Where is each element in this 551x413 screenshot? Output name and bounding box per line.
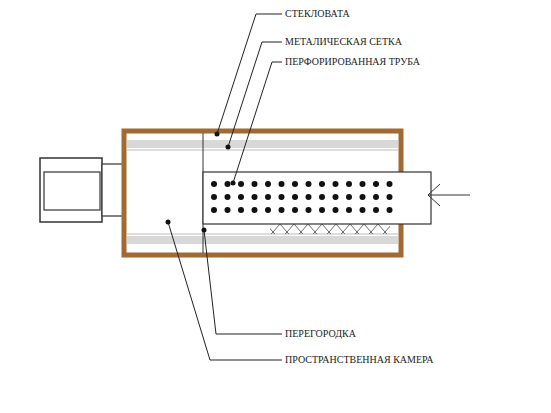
perforation-hole — [373, 181, 379, 187]
perforation-hole — [319, 194, 325, 200]
perforation-hole — [211, 194, 217, 200]
leader-line — [204, 230, 282, 334]
perforation-hole — [225, 207, 231, 213]
perforation-hole — [387, 194, 393, 200]
outlet-inner — [44, 172, 100, 210]
perforation-holes — [211, 181, 393, 213]
perforation-hole — [279, 194, 285, 200]
perforation-hole — [387, 207, 393, 213]
perforation-hole — [292, 181, 298, 187]
perforation-hole — [211, 181, 217, 187]
perforation-hole — [319, 181, 325, 187]
perforation-hole — [238, 194, 244, 200]
glass-wool — [127, 140, 398, 148]
part-label: ПЕРЕГОРОДКА — [284, 328, 357, 340]
perforation-hole — [333, 194, 339, 200]
perforation-hole — [360, 181, 366, 187]
flow-arrow — [428, 184, 470, 206]
leader-dot — [166, 220, 171, 225]
perforation-hole — [279, 181, 285, 187]
perforation-hole — [292, 207, 298, 213]
perforation-hole — [279, 207, 285, 213]
perforation-hole — [265, 207, 271, 213]
leader-dot — [202, 228, 207, 233]
leader-lines — [168, 14, 282, 360]
part-label: ПЕРФОРИРОВАННАЯ ТРУБА — [284, 56, 421, 68]
perforation-hole — [319, 207, 325, 213]
perforated-pipe — [203, 172, 431, 224]
leader-line — [168, 222, 282, 360]
perforation-hole — [346, 194, 352, 200]
part-label: СТЕКЛОВАТА — [284, 8, 351, 20]
perforation-hole — [292, 194, 298, 200]
perforation-hole — [252, 194, 258, 200]
perforation-hole — [238, 181, 244, 187]
perforation-hole — [333, 207, 339, 213]
perforation-hole — [333, 181, 339, 187]
perforation-hole — [225, 181, 231, 187]
outlet-neck — [102, 164, 124, 216]
outlet-pipe — [40, 158, 102, 222]
leader-dot — [231, 181, 236, 186]
metal-mesh — [127, 150, 398, 151]
leader-dots — [166, 132, 236, 233]
leader-dot — [215, 132, 220, 137]
perforation-hole — [265, 194, 271, 200]
perforation-hole — [346, 181, 352, 187]
perforation-hole — [306, 181, 312, 187]
leader-line — [233, 62, 282, 183]
perforation-hole — [211, 207, 217, 213]
perforation-hole — [225, 194, 231, 200]
leader-dot — [226, 145, 231, 150]
perforation-hole — [360, 207, 366, 213]
leader-line — [228, 42, 282, 147]
leader-line — [217, 14, 282, 134]
perforation-hole — [346, 207, 352, 213]
glass-wool — [127, 236, 398, 244]
perforation-hole — [373, 194, 379, 200]
perforation-hole — [252, 207, 258, 213]
perforation-hole — [387, 181, 393, 187]
perforation-hole — [360, 194, 366, 200]
perforation-hole — [265, 181, 271, 187]
part-label: ПРОСТРАНСТВЕННАЯ КАМЕРА — [284, 354, 435, 366]
perforation-hole — [252, 181, 258, 187]
perforation-hole — [373, 207, 379, 213]
part-label: МЕТАЛИЧЕСКАЯ СЕТКА — [284, 36, 403, 48]
perforation-hole — [238, 207, 244, 213]
perforation-hole — [306, 194, 312, 200]
perforation-hole — [306, 207, 312, 213]
